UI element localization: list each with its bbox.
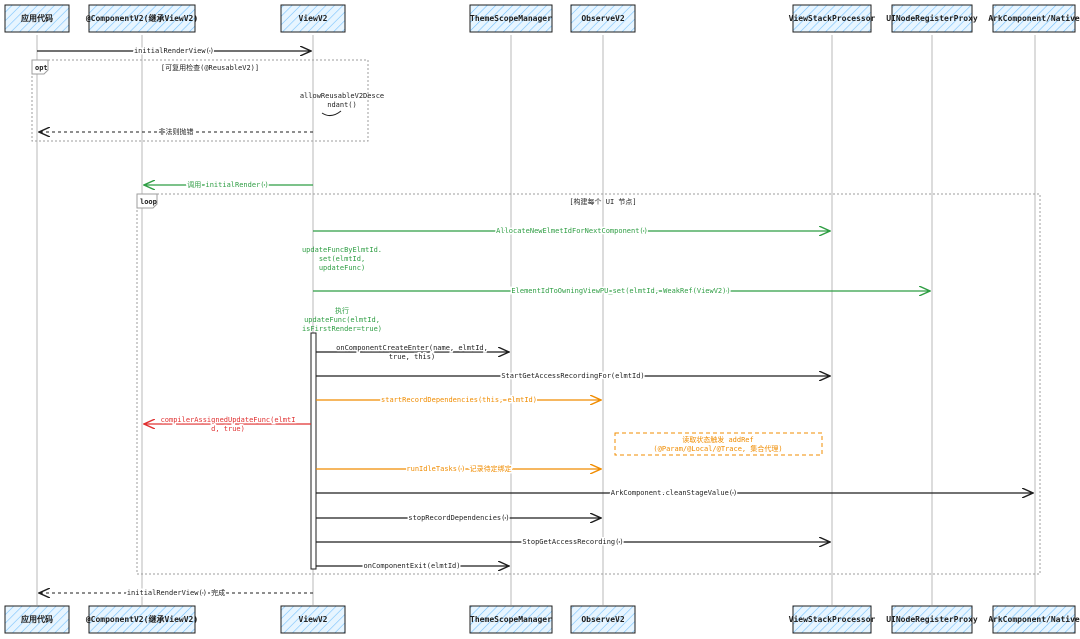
message-label: StartGetAccessRecordingFor(elmtId) xyxy=(501,372,644,380)
message-label: onComponentExit(elmtId) xyxy=(364,562,461,570)
participant-label: UINodeRegisterProxy xyxy=(886,13,978,23)
message-label: updateFunc(elmtId, xyxy=(304,316,380,324)
participant-box[interactable] xyxy=(4,605,70,634)
participant-box[interactable] xyxy=(4,4,70,33)
participant-box[interactable] xyxy=(792,605,872,634)
message-label: 调用 initialRender() xyxy=(187,180,268,189)
participant-label: ThemeScopeManager xyxy=(470,14,552,23)
message-label: d, true) xyxy=(211,425,245,433)
message-label: initialRenderView() xyxy=(134,47,214,55)
participant-label: ObserveV2 xyxy=(581,14,625,23)
participant-box[interactable] xyxy=(992,4,1076,33)
activation-bar xyxy=(310,332,317,570)
message-label: StopGetAccessRecording() xyxy=(522,538,623,546)
participant-label: @ComponentV2(继承ViewV2) xyxy=(86,13,198,23)
message-label: compilerAssignedUpdateFunc(elmtI xyxy=(161,416,296,424)
self-call-arrow xyxy=(321,110,342,117)
message-label: true, this) xyxy=(389,353,435,361)
loop-frame: loop [构建每个 UI 节点] xyxy=(136,193,1041,575)
participant-label: 应用代码 xyxy=(21,13,53,23)
message-label: AllocateNewElmetIdForNextComponent() xyxy=(496,227,648,235)
participant-box[interactable] xyxy=(280,4,346,33)
participants-top: 应用代码 @ComponentV2(继承ViewV2) ViewV2 Theme… xyxy=(4,4,1080,33)
frame-tag: loop xyxy=(140,198,157,206)
message-label: stopRecordDependencies() xyxy=(408,514,509,522)
participant-box[interactable] xyxy=(88,4,196,33)
frame-tag: opt xyxy=(35,64,48,72)
participant-box[interactable] xyxy=(280,605,346,634)
message-label: updateFunc) xyxy=(319,264,365,272)
message-label: 执行 xyxy=(335,306,349,315)
participant-box[interactable] xyxy=(469,605,553,634)
frame-title: [可复用检查(@ReusableV2)] xyxy=(161,63,259,72)
note-label: (@Param/@Local/@Trace, 集合代理) xyxy=(653,444,782,453)
message-label: ndant() xyxy=(327,101,357,109)
message-label: 非法则抛错 xyxy=(159,127,194,136)
message-label: initialRenderView() 完成 xyxy=(127,588,225,597)
participant-box[interactable] xyxy=(891,4,973,33)
message-label: runIdleTasks() 记录待定绑定 xyxy=(406,464,511,473)
message-label: updateFuncByElmtId. xyxy=(302,246,382,254)
participant-label: ThemeScopeManager xyxy=(470,615,552,624)
participants-bottom: 应用代码 @ComponentV2(继承ViewV2) ViewV2 Theme… xyxy=(4,605,1080,634)
participant-label: ViewStackProcessor xyxy=(789,13,876,23)
note-label: 读取状态触发 addRef xyxy=(682,435,754,444)
participant-label: UINodeRegisterProxy xyxy=(886,614,978,624)
participant-label: @ComponentV2(继承ViewV2) xyxy=(86,614,198,624)
message-label: allowReusableV2Desce xyxy=(300,92,384,100)
participant-box[interactable] xyxy=(992,605,1076,634)
participant-label: ObserveV2 xyxy=(581,615,625,624)
participant-label: 应用代码 xyxy=(21,614,53,624)
participant-label: ArkComponent/Native xyxy=(988,13,1080,23)
message-label: startRecordDependencies(this, elmtId) xyxy=(381,396,537,404)
frame-title: [构建每个 UI 节点] xyxy=(569,197,636,206)
message-label: ElementIdToOwningViewPU_set(elmtId, Weak… xyxy=(511,287,730,295)
participant-label: ArkComponent/Native xyxy=(988,614,1080,624)
participant-box[interactable] xyxy=(891,605,973,634)
message-label: isFirstRender=true) xyxy=(302,325,382,333)
participant-label: ViewStackProcessor xyxy=(789,614,876,624)
message-label: onComponentCreateEnter(name, elmtId, xyxy=(336,344,488,352)
messages: initialRenderView() allowReusableV2Desce… xyxy=(37,46,1033,599)
participant-box[interactable] xyxy=(570,4,636,33)
participant-box[interactable] xyxy=(570,605,636,634)
participant-box[interactable] xyxy=(469,4,553,33)
participant-box[interactable] xyxy=(792,4,872,33)
participant-box[interactable] xyxy=(88,605,196,634)
opt-frame: opt [可复用检查(@ReusableV2)] xyxy=(31,59,369,142)
participant-label: ViewV2 xyxy=(299,614,328,624)
note-box xyxy=(614,432,823,456)
participant-label: ViewV2 xyxy=(299,13,328,23)
message-label: set(elmtId, xyxy=(319,255,365,263)
message-label: ArkComponent.cleanStageValue() xyxy=(611,489,737,497)
lifelines xyxy=(36,35,1036,605)
